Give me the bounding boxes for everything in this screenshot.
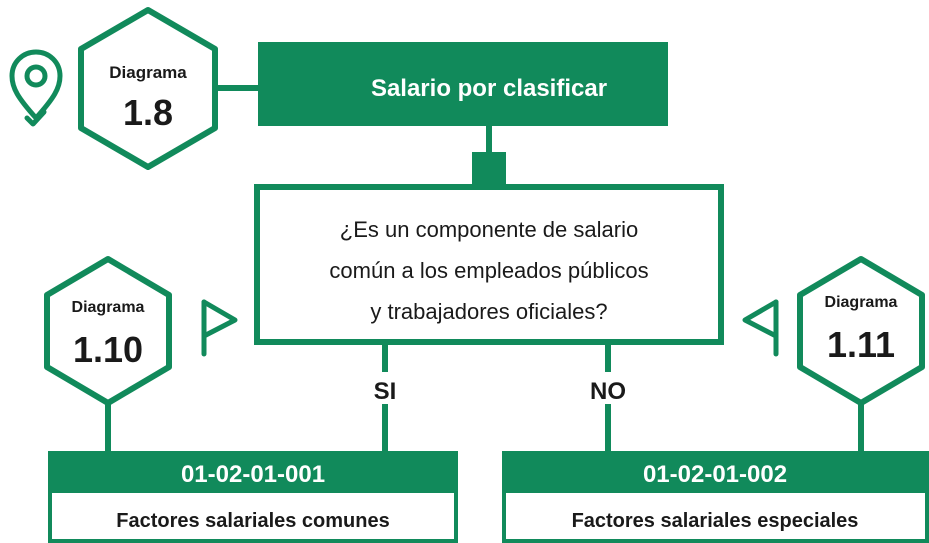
branch-label-no: NO (590, 378, 626, 405)
flag-icon (742, 299, 779, 357)
badge-right-number: 1.11 (827, 324, 895, 365)
location-pin-check-icon (9, 49, 63, 127)
result-right-name: Factores salariales especiales (572, 510, 859, 532)
question-line-1: ¿Es un componente de salario (340, 217, 638, 242)
flag-icon (201, 299, 238, 357)
badge-diagram-left: Diagrama 1.10 (44, 256, 172, 406)
question-line-3: y trabajadores oficiales? (370, 299, 607, 324)
badge-left-number: 1.10 (73, 329, 143, 370)
badge-main-number: 1.8 (123, 92, 173, 133)
connector-junction (472, 152, 506, 186)
badge-left-label: Diagrama (72, 299, 145, 316)
badge-diagram-main: Diagrama 1.8 (78, 7, 218, 170)
badge-right-label: Diagrama (825, 294, 898, 311)
result-card-left: 01-02-01-001 Factores salariales comunes (48, 451, 458, 543)
badge-diagram-right: Diagrama 1.11 (797, 256, 925, 406)
question-line-2: común a los empleados públicos (329, 258, 648, 283)
result-right-code: 01-02-01-002 (643, 461, 787, 488)
branch-label-yes: SI (374, 378, 397, 405)
result-card-right: 01-02-01-002 Factores salariales especia… (502, 451, 929, 543)
question-box: ¿Es un componente de salario común a los… (254, 184, 724, 345)
result-left-code: 01-02-01-001 (181, 461, 325, 488)
header-box: Salario por clasificar (258, 42, 668, 126)
result-left-name: Factores salariales comunes (116, 510, 389, 532)
badge-main-label: Diagrama (109, 63, 187, 82)
header-title: Salario por clasificar (371, 75, 607, 102)
